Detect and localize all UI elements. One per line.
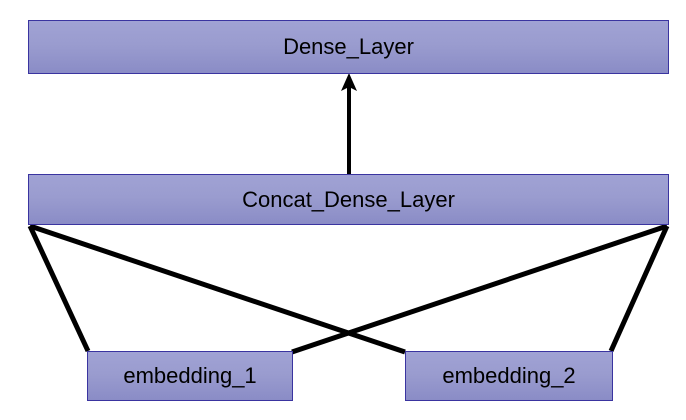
node-dense-layer[interactable]: Dense_Layer <box>28 20 669 74</box>
node-embedding-2-label: embedding_2 <box>442 363 576 388</box>
edge-embedding1-right-to-concat-right <box>291 223 668 355</box>
node-embedding-2[interactable]: embedding_2 <box>405 351 613 401</box>
edge-embedding2-right-to-concat-right <box>608 224 670 353</box>
node-embedding-1[interactable]: embedding_1 <box>87 351 293 401</box>
edge-embedding2-left-to-concat-left <box>29 223 406 355</box>
node-dense-layer-label: Dense_Layer <box>283 34 414 59</box>
edge-embedding1-left-to-concat-left <box>27 224 91 353</box>
node-concat-dense-layer[interactable]: Concat_Dense_Layer <box>28 174 669 225</box>
node-concat-dense-layer-label: Concat_Dense_Layer <box>242 186 455 212</box>
arrowhead-icon <box>341 73 357 91</box>
node-embedding-1-label: embedding_1 <box>123 363 257 388</box>
edge-concat-to-dense-arrow <box>341 73 357 176</box>
